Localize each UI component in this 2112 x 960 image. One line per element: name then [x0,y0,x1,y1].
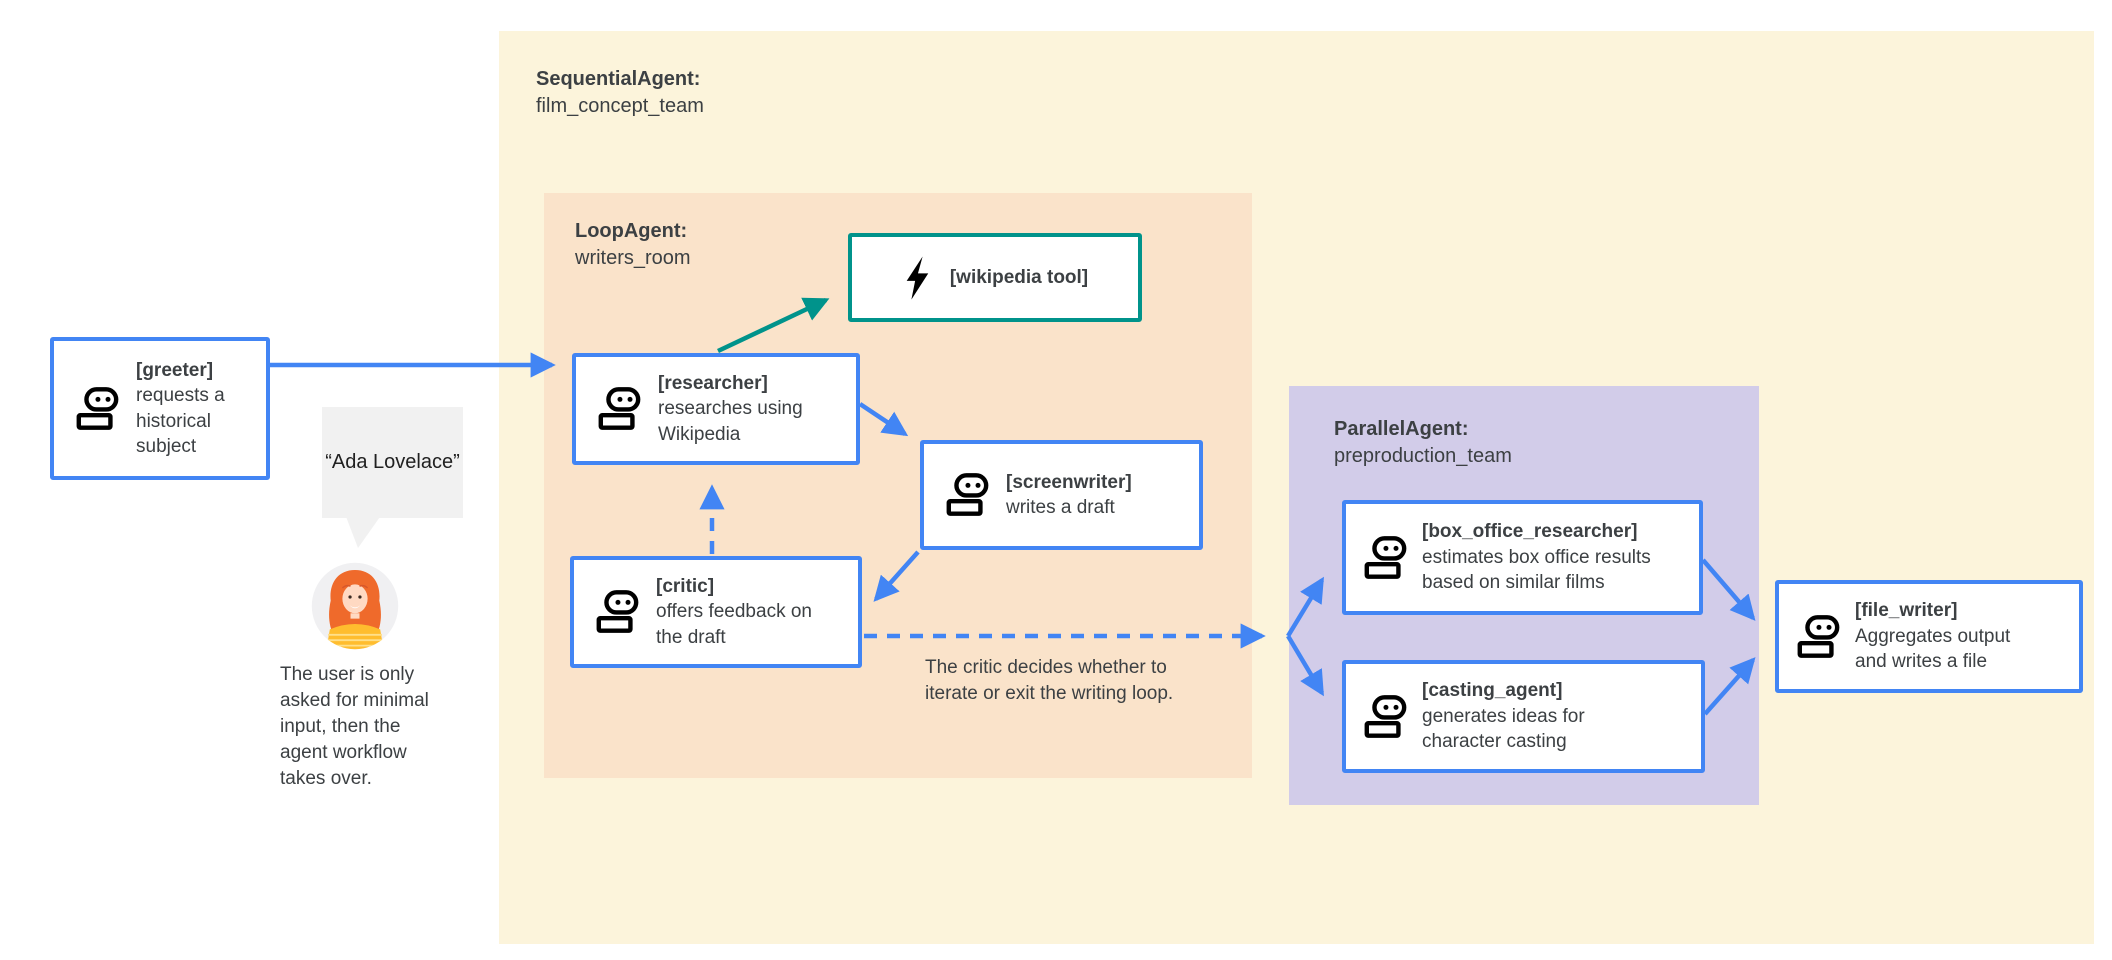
robot-icon [74,386,120,432]
user-avatar [311,562,399,650]
researcher-name: [researcher] [658,372,768,394]
node-researcher: [researcher] researches using Wikipedia [572,353,860,465]
node-box-office-researcher: [box_office_researcher] estimates box of… [1342,500,1703,615]
greeter-name: [greeter] [136,359,214,381]
loop-agent-title: LoopAgent: [575,220,688,242]
node-casting-agent: [casting_agent] generates ideas for char… [1342,660,1705,773]
file-writer-desc: Aggregates output and writes a file [1855,625,2011,673]
arrow-screenwriter-to-critic [873,550,920,602]
arrow-fanout-to-box-office-researcher [1286,576,1324,638]
robot-icon [1362,535,1408,581]
robot-icon [944,472,990,518]
bolt-icon [906,255,929,300]
box-office-researcher-name: [box_office_researcher] [1422,521,1638,543]
user-note: The user is only asked for minimal input… [280,664,429,789]
robot-icon [1362,694,1408,740]
sequential-agent-title: SequentialAgent: [536,68,701,90]
greeter-desc: requests a historical subject [136,385,225,457]
researcher-desc: researches using Wikipedia [658,398,803,445]
screenwriter-name: [screenwriter] [1006,471,1132,493]
casting-agent-name: [casting_agent] [1422,680,1563,702]
loop-agent-label: LoopAgent: writers_room [575,218,691,272]
screenwriter-desc: writes a draft [1006,497,1115,518]
casting-agent-desc: generates ideas for character casting [1422,705,1585,753]
user-speech-bubble: “Ada Lovelace” [322,407,463,518]
arrow-box-office-to-file-writer [1701,558,1756,621]
node-file-writer: [file_writer] Aggregates output and writ… [1775,580,2083,693]
robot-icon [596,386,642,432]
sequential-agent-subtitle: film_concept_team [536,95,704,117]
critic-desc: offers feedback on the draft [656,601,812,648]
robot-icon [1795,614,1841,660]
critic-note: The critic decides whether to iterate or… [925,657,1174,704]
node-screenwriter: [screenwriter] writes a draft [920,440,1203,550]
arrow-fanout-to-casting-agent [1286,634,1324,697]
speech-bubble-tail [345,514,382,548]
arrow-researcher-to-wikipedia-tool [717,297,830,354]
box-office-researcher-desc: estimates box office results based on si… [1422,546,1651,594]
file-writer-name: [file_writer] [1855,600,1958,622]
robot-icon [594,589,640,635]
loop-agent-subtitle: writers_room [575,247,691,269]
node-wikipedia-tool: [wikipedia tool] [848,233,1142,322]
critic-name: [critic] [656,575,715,597]
sequential-agent-label: SequentialAgent: film_concept_team [536,66,704,120]
node-greeter: [greeter] requests a historical subject [50,337,270,480]
arrow-researcher-to-screenwriter [858,402,909,437]
user-quote: “Ada Lovelace” [325,451,460,473]
parallel-agent-subtitle: preproduction_team [1334,445,1512,467]
node-critic: [critic] offers feedback on the draft [570,556,862,668]
wikipedia-tool-name: [wikipedia tool] [949,266,1089,288]
parallel-agent-label: ParallelAgent: preproduction_team [1334,416,1512,470]
parallel-agent-title: ParallelAgent: [1334,418,1469,440]
arrow-casting-to-file-writer [1703,657,1756,716]
